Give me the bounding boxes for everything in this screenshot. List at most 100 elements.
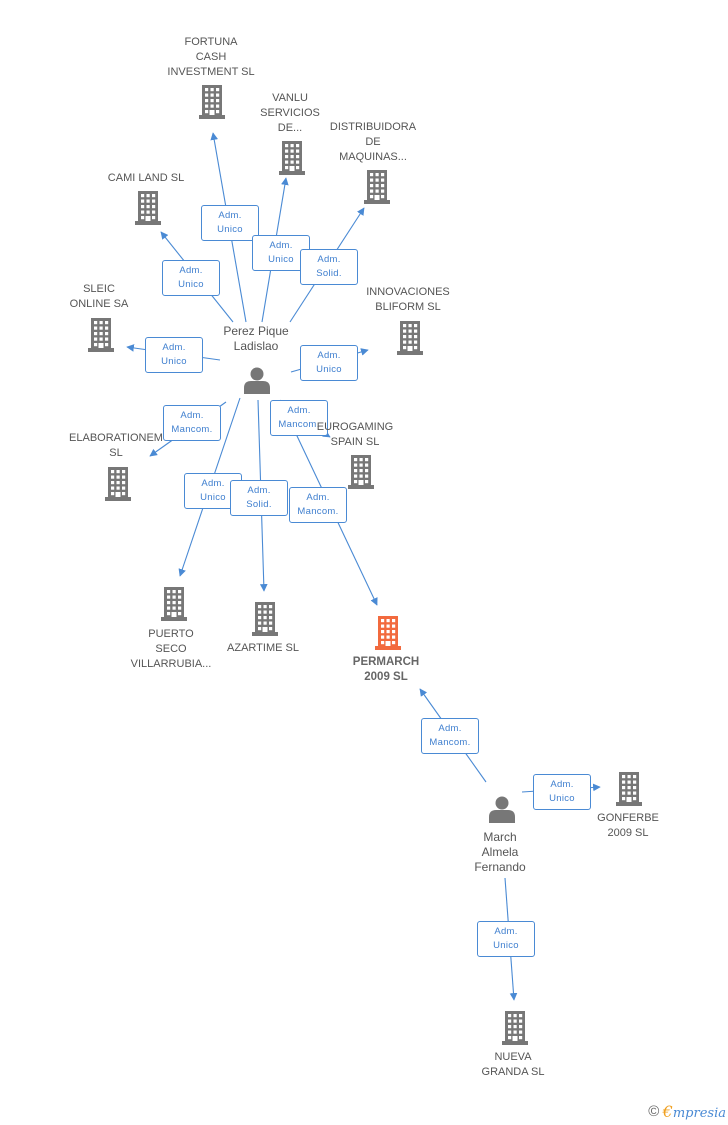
node-label-line: SLEIC (83, 283, 115, 295)
edge-label-line: Adm. (287, 405, 311, 416)
person-icon-march[interactable] (489, 796, 515, 824)
building-icon-innovaciones[interactable] (397, 321, 423, 355)
building-icon-distribuidora[interactable] (364, 170, 390, 204)
node-label-line: March (483, 830, 517, 844)
edge-label-march-nueva[interactable]: Adm.Unico (477, 921, 535, 957)
node-label-line: FORTUNA (184, 36, 238, 48)
building-icon-puerto[interactable] (161, 587, 187, 621)
node-label-distribuidora[interactable]: DISTRIBUIDORA DE MAQUINAS... (330, 120, 416, 165)
node-label-line: MAQUINAS... (339, 151, 407, 163)
node-label-gonferbe[interactable]: GONFERBE 2009 SL (597, 811, 659, 841)
edge-label-line: Adm. (162, 342, 186, 353)
node-label-line: ONLINE SA (69, 298, 129, 310)
building-icon-sleic[interactable] (88, 318, 114, 352)
node-label-line: PUERTO (148, 628, 194, 640)
node-label-eurogaming[interactable]: EUROGAMING SPAIN SL (317, 420, 393, 450)
edge-label-line: Adm. (494, 926, 518, 937)
node-label-line: SL (109, 447, 123, 459)
node-label-line: Perez Pique (223, 324, 289, 338)
node-label-line: INVESTMENT SL (167, 66, 255, 78)
edge-label-line: Solid. (316, 268, 342, 279)
edge-label-line: Unico (217, 224, 243, 235)
edge-label-line: Solid. (246, 499, 272, 510)
edge-label-perez-distribuidora[interactable]: Adm. Solid. (300, 249, 358, 285)
edge-label-march-gonferbe[interactable]: Adm. Unico (533, 774, 591, 810)
node-label-line: SECO (155, 643, 187, 655)
node-label-line: DE... (277, 122, 303, 134)
edge-label-line: Unico (316, 364, 342, 375)
edge-label-line: Unico (178, 279, 204, 290)
building-icon-azartime[interactable] (252, 602, 278, 636)
node-label-line: Almela (481, 845, 519, 859)
building-icon-elaboration[interactable] (105, 467, 131, 501)
edge-label-perez-azartime[interactable]: Adm. Solid. (230, 480, 288, 516)
node-label-line: PERMARCH (352, 656, 420, 668)
node-label-line: VANLU (272, 92, 308, 104)
node-label-permarch[interactable]: PERMARCH 2009 SL (353, 655, 419, 685)
edge-label-perez-innovaciones[interactable]: Adm. Unico (300, 345, 358, 381)
edge-label-line: Adm. (317, 350, 341, 361)
node-label-camiland[interactable]: CAMI LAND SL (108, 171, 184, 186)
empresia-watermark[interactable]: © €mpresia (648, 1102, 726, 1121)
node-layer (88, 85, 642, 1045)
edge-label-perez-fortuna[interactable]: Adm. Unico (201, 205, 259, 241)
node-label-line: 2009 SL (607, 827, 649, 839)
edge-label-perez-permarch[interactable]: Adm. Mancom. (289, 487, 347, 523)
node-label-puerto[interactable]: PUERTO SECO VILLARRUBIA... (131, 627, 212, 672)
edge-label-line: Adm. (201, 478, 225, 489)
node-label-line: 2009 SL (364, 671, 408, 683)
building-icon-fortuna[interactable] (199, 85, 225, 119)
building-icon-camiland[interactable] (135, 191, 161, 225)
edge-label-line: Mancom. (297, 506, 339, 517)
edge-label-line: Unico (161, 356, 187, 367)
edge-label-perez-sleic[interactable]: Adm. Unico (145, 337, 203, 373)
node-label-line: Ladislao (233, 339, 279, 353)
building-icon-nueva[interactable] (502, 1011, 528, 1045)
building-icon-vanlu[interactable] (279, 141, 305, 175)
node-label-line: EUROGAMING (316, 421, 394, 433)
node-label-elaboration[interactable]: ELABORATIONEM SL (69, 431, 163, 461)
edge-label-line: Adm. (218, 210, 242, 221)
node-label-line: DE (365, 136, 381, 148)
edge-label-line: Unico (268, 254, 294, 265)
edge-label-line: Adm. (247, 485, 271, 496)
edge-label-line: Unico (200, 492, 226, 503)
node-label-line: DISTRIBUIDORA (329, 121, 417, 133)
node-label-sleic[interactable]: SLEIC ONLINE SA (70, 282, 129, 312)
node-label-azartime[interactable]: AZARTIME SL (227, 641, 299, 656)
edge-label-perez-camiland[interactable]: Adm. Unico (162, 260, 220, 296)
node-label-line: VILLARRUBIA... (130, 658, 212, 670)
node-label-nueva[interactable]: NUEVA GRANDA SL (482, 1050, 545, 1080)
node-label-line: NUEVA (494, 1051, 532, 1063)
node-label-line: INNOVACIONES (366, 286, 450, 298)
node-label-fortuna[interactable]: FORTUNA CASH INVESTMENT SL (167, 35, 254, 80)
node-label-line: CASH (195, 51, 227, 63)
edge-label-line: Adm. (317, 254, 341, 265)
person-icon-perez[interactable] (244, 367, 270, 395)
edge-label-perez-eurogaming[interactable]: Adm. Mancom. (270, 400, 328, 436)
copyright-symbol: © (648, 1103, 660, 1120)
edge-label-line: Adm. (269, 240, 293, 251)
edge-label-march-permarch[interactable]: Adm.Mancom. (421, 718, 479, 754)
building-icon-permarch[interactable] (375, 616, 401, 650)
node-label-line: SPAIN SL (330, 436, 380, 448)
edge-label-line: Adm. (550, 779, 574, 790)
edge-label-line: Adm. (306, 492, 330, 503)
edge-label-line: Mancom. (278, 419, 320, 430)
node-label-innovaciones[interactable]: INNOVACIONES BLIFORM SL (366, 285, 450, 315)
edge-label-line: Adm. (179, 265, 203, 276)
node-label-line: GONFERBE (597, 812, 659, 824)
building-icon-eurogaming[interactable] (348, 455, 374, 489)
edge-label-line: Unico (549, 793, 575, 804)
node-label-line: ELABORATIONEM (69, 432, 163, 444)
node-label-line: BLIFORM SL (375, 301, 441, 313)
edge-label-perez-elaboration[interactable]: Adm.Mancom. (163, 405, 221, 441)
node-label-line: AZARTIME SL (227, 642, 299, 654)
building-icon-gonferbe[interactable] (616, 772, 642, 806)
node-label-line: GRANDA SL (481, 1066, 545, 1078)
edge-label-line: Mancom. (171, 424, 213, 435)
